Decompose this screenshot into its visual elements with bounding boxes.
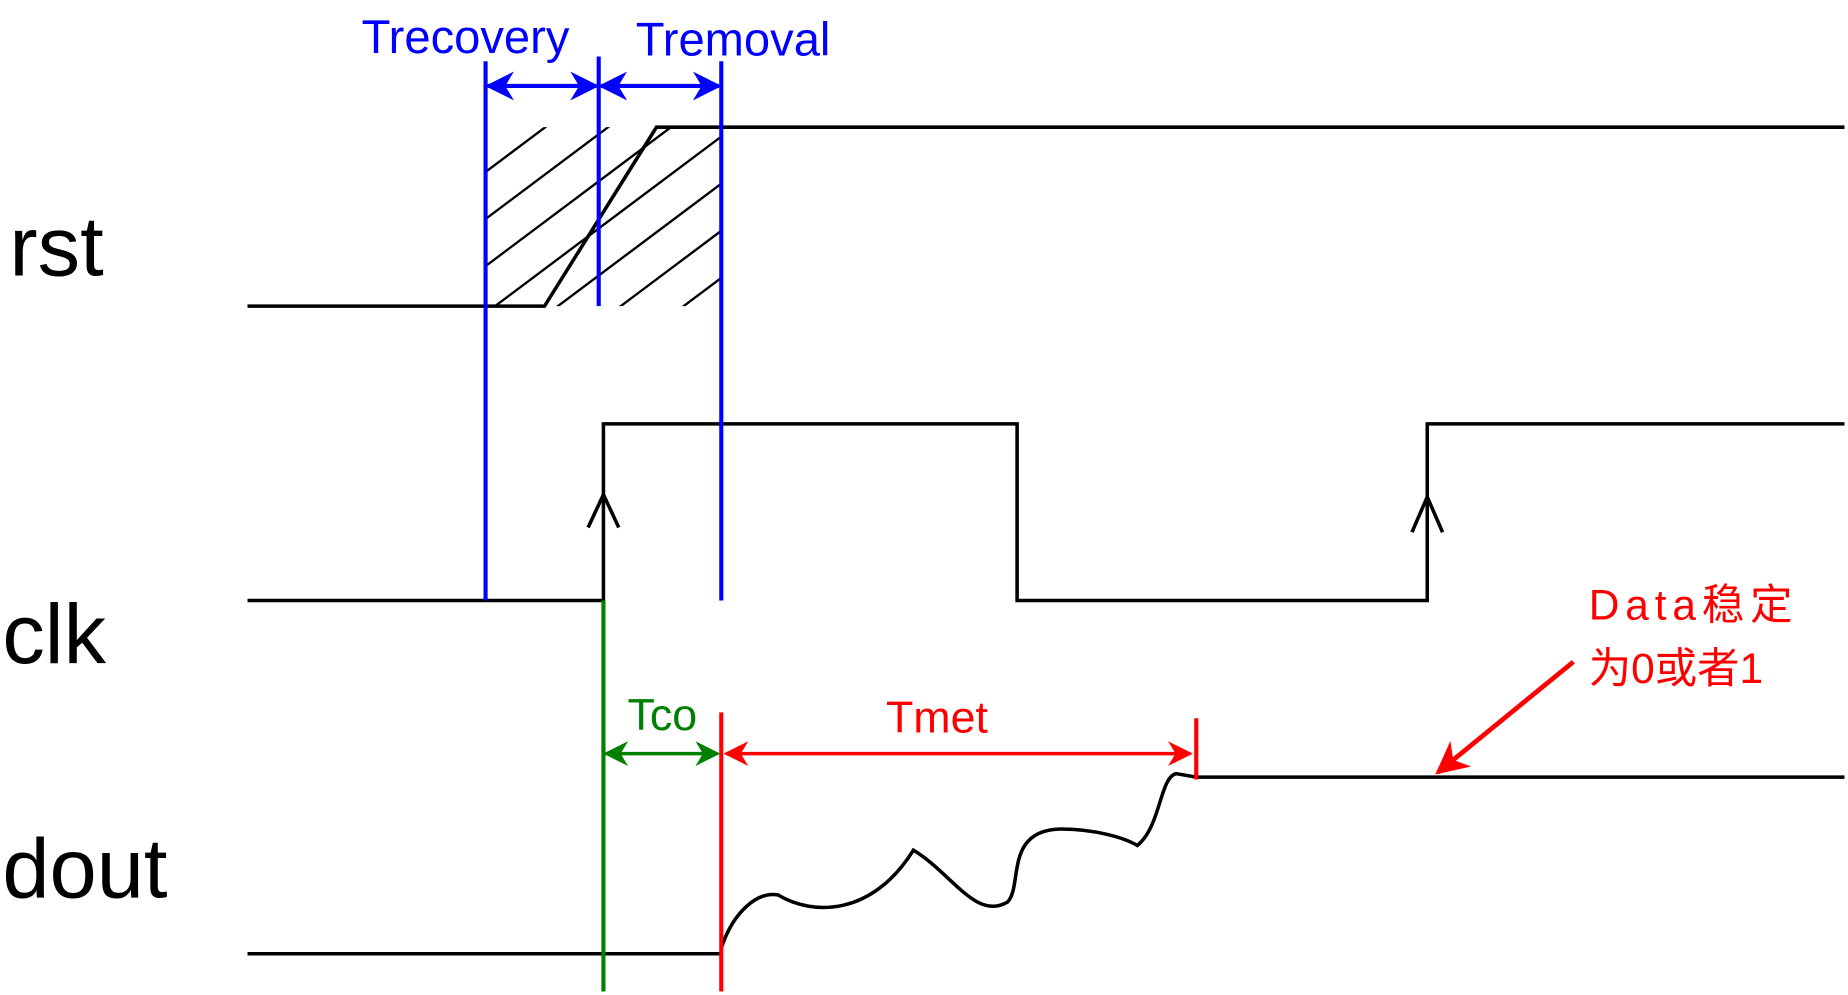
tco-label: Tco xyxy=(628,690,698,740)
recovery-removal-markers xyxy=(483,56,724,601)
signal-label-dout: dout xyxy=(2,820,167,915)
signal-label-rst: rst xyxy=(9,199,103,294)
rising-edge-arrow-icon xyxy=(586,490,621,529)
annotation-line1: Data稳定 xyxy=(1589,581,1799,628)
annotation-line2: 为0或者1 xyxy=(1589,645,1763,692)
annotation-arrow xyxy=(1435,659,1575,775)
tremoval-label: Tremoval xyxy=(636,12,831,65)
trecovery-label: Trecovery xyxy=(362,10,570,63)
signal-label-clk: clk xyxy=(2,586,106,681)
clk-waveform xyxy=(247,422,1845,603)
dout-waveform xyxy=(247,771,1845,956)
tmet-label: Tmet xyxy=(886,692,989,742)
rising-edge-arrow-icon xyxy=(1410,492,1445,533)
